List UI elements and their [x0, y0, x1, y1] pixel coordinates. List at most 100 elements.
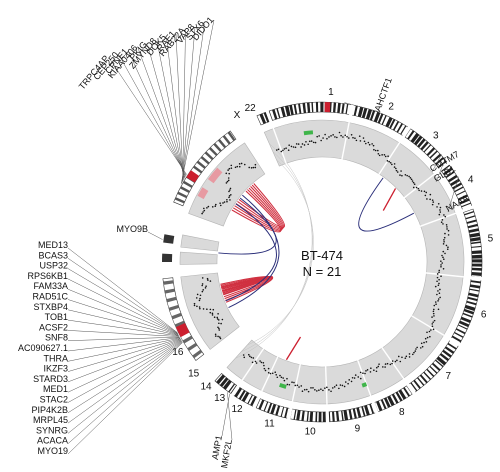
- cn-point: [296, 384, 299, 387]
- cn-point: [438, 278, 440, 281]
- cn-point: [369, 371, 372, 373]
- cn-point: [226, 180, 229, 183]
- cn-point: [209, 308, 212, 311]
- ideogram-band: [343, 409, 349, 421]
- ideogram-band: [471, 250, 482, 255]
- cn-point: [324, 387, 326, 389]
- cn-point: [206, 277, 209, 280]
- ideogram-band: [345, 103, 349, 115]
- gene-label: PIP4K2B: [31, 405, 68, 415]
- cn-point: [437, 298, 440, 300]
- cn-point: [334, 136, 336, 138]
- cn-point: [288, 383, 291, 386]
- ideogram-band: [445, 171, 455, 179]
- cn-point: [354, 374, 357, 376]
- cn-point: [217, 335, 219, 338]
- cn-point: [255, 362, 258, 364]
- chromosome-label: 6: [481, 310, 487, 321]
- cn-point: [442, 250, 445, 253]
- cn-point: [438, 292, 441, 295]
- ideogram-band: [322, 411, 326, 422]
- cn-point: [384, 366, 386, 368]
- ideogram-band: [459, 198, 470, 205]
- chr20-high-cn: [207, 167, 223, 184]
- cn-point: [243, 163, 246, 166]
- chromosome-label: 11: [264, 419, 275, 430]
- ideogram-band: [187, 342, 198, 352]
- cn-point: [352, 136, 354, 139]
- ideogram-band: [470, 241, 481, 245]
- gene-label: MYO19: [37, 446, 68, 456]
- cn-point: [359, 377, 362, 380]
- ideogram-band: [296, 410, 301, 421]
- cn-point: [408, 175, 410, 178]
- ideogram-band: [437, 160, 447, 169]
- cn-point: [316, 135, 318, 138]
- gene-leader: [67, 338, 181, 383]
- cn-point: [218, 336, 221, 338]
- cn-point: [219, 337, 222, 340]
- ideogram-band: [471, 263, 482, 267]
- cn-point: [431, 325, 434, 328]
- cn-point: [433, 315, 435, 317]
- cn-point: [437, 300, 439, 302]
- cn-point: [249, 355, 251, 358]
- cn-point: [381, 154, 383, 156]
- cn-point: [437, 284, 440, 287]
- cn-point: [288, 144, 290, 146]
- gene-leader: [67, 341, 183, 444]
- cn-point: [286, 383, 289, 386]
- ideogram-band: [432, 153, 442, 163]
- ideogram-band: [460, 316, 471, 324]
- ideogram-band: [284, 105, 291, 117]
- ideogram-band: [309, 411, 314, 422]
- cn-point: [236, 165, 239, 168]
- gene-leader: [67, 339, 182, 403]
- gene-label: MED13: [38, 240, 68, 250]
- cn-point: [195, 297, 198, 299]
- cn-point: [260, 361, 263, 364]
- cn-point: [440, 265, 442, 268]
- cn-point: [421, 345, 424, 348]
- cn-point: [355, 139, 358, 142]
- ideogram-gap: [252, 396, 261, 409]
- cn-point: [433, 319, 436, 322]
- cn-point: [347, 382, 349, 385]
- cn-point: [424, 194, 427, 197]
- gene-label: AC090627.1: [18, 343, 68, 353]
- gene-label: ACACA: [37, 436, 68, 446]
- ideogram-band: [222, 135, 231, 145]
- cn-point: [238, 163, 241, 165]
- cn-point: [423, 190, 426, 193]
- cn-point: [217, 312, 219, 315]
- cn-point: [247, 353, 250, 356]
- cn-point: [375, 366, 378, 369]
- cn-point: [437, 203, 440, 205]
- ideogram-band: [341, 103, 345, 114]
- ideogram-band: [471, 254, 482, 259]
- cn-point: [330, 135, 332, 137]
- gene-leader: [118, 54, 187, 176]
- ideogram-band: [462, 312, 473, 318]
- cn-point: [399, 174, 401, 176]
- cn-point: [301, 143, 304, 145]
- cn-point: [444, 215, 447, 218]
- cn-point: [339, 384, 342, 386]
- cn-point: [412, 181, 415, 184]
- ideogram-band: [455, 328, 466, 335]
- ideogram-band: [464, 304, 476, 312]
- ideogram-band: [335, 411, 340, 422]
- ideogram-gap: [406, 383, 416, 395]
- cn-point: [201, 212, 203, 215]
- main-ideogram: [214, 101, 483, 423]
- cnv-green-segment: [361, 382, 368, 388]
- cn-point: [425, 341, 428, 343]
- cn-point: [223, 201, 226, 203]
- gene-leader: [447, 176, 459, 213]
- cn-point: [307, 143, 309, 146]
- link-15-intra: [285, 336, 302, 361]
- ideogram-gap: [265, 110, 273, 123]
- ideogram-band: [293, 104, 298, 115]
- cn-point: [436, 280, 438, 283]
- cn-point: [447, 234, 450, 236]
